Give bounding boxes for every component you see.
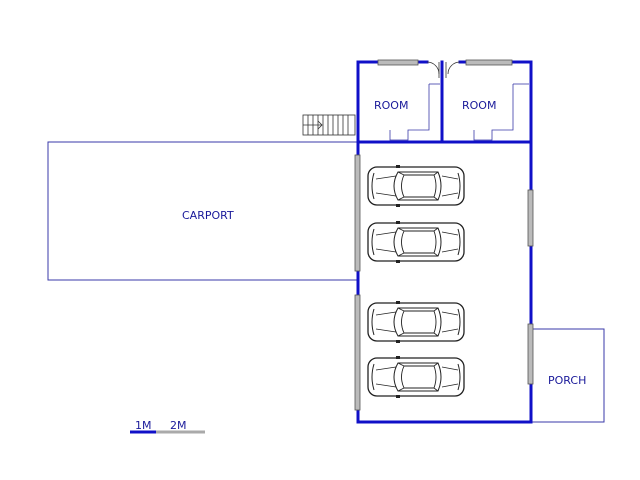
- room-right-label: ROOM: [462, 99, 496, 112]
- porch-label: PORCH: [548, 374, 586, 387]
- room-fixtures: [389, 83, 529, 141]
- carport-label: CARPORT: [182, 209, 234, 222]
- car-3: [367, 300, 465, 344]
- windows: [354, 59, 534, 411]
- room-left-label: ROOM: [374, 99, 408, 112]
- car-1: [367, 164, 465, 208]
- scale-bar: 1M 2M: [130, 419, 205, 434]
- doors: [426, 61, 461, 78]
- car-2: [367, 220, 465, 264]
- car-4: [367, 355, 465, 399]
- cars: [367, 164, 465, 399]
- scale-label-1m: 1M: [135, 419, 152, 432]
- scale-label-2m: 2M: [170, 419, 187, 432]
- stairs: [302, 114, 356, 136]
